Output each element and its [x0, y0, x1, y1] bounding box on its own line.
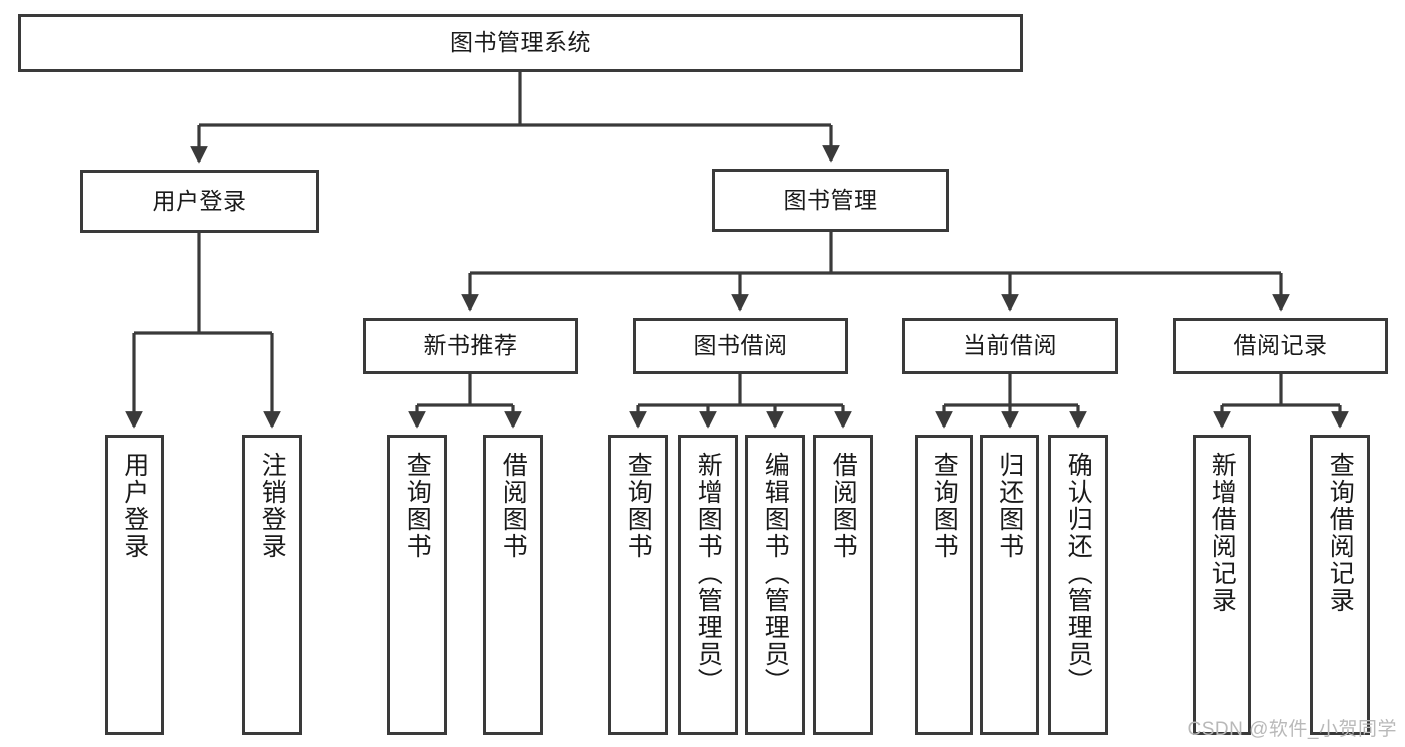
node-book-manage[interactable]: 图书管理: [712, 169, 949, 232]
node-leaf-query-book-1[interactable]: 查询图书: [387, 435, 447, 735]
node-leaf-query-book-1-label: 查询图书: [403, 452, 432, 560]
node-current-borrow[interactable]: 当前借阅: [902, 318, 1118, 374]
node-leaf-user-login[interactable]: 用户登录: [105, 435, 164, 735]
node-leaf-borrow-book-1-label: 借阅图书: [499, 452, 528, 560]
node-borrow-record[interactable]: 借阅记录: [1173, 318, 1388, 374]
node-leaf-borrow-book-1[interactable]: 借阅图书: [483, 435, 543, 735]
node-leaf-query-book-2-label: 查询图书: [624, 452, 653, 560]
node-leaf-confirm-return[interactable]: 确认归还（管理员）: [1048, 435, 1108, 735]
node-leaf-borrow-book-2-label: 借阅图书: [829, 452, 858, 560]
node-leaf-borrow-book-2[interactable]: 借阅图书: [813, 435, 873, 735]
node-leaf-add-record[interactable]: 新增借阅记录: [1193, 435, 1251, 735]
node-leaf-query-book-3-label: 查询图书: [930, 452, 959, 560]
node-leaf-logout[interactable]: 注销登录: [242, 435, 302, 735]
node-leaf-confirm-return-label: 确认归还（管理员）: [1064, 452, 1093, 695]
node-borrow-record-label: 借阅记录: [1233, 332, 1328, 359]
node-user-login-label: 用户登录: [152, 187, 247, 214]
node-book-manage-label: 图书管理: [783, 186, 878, 213]
node-new-book-rec-label: 新书推荐: [423, 332, 518, 359]
node-root[interactable]: 图书管理系统: [18, 14, 1023, 72]
node-current-borrow-label: 当前借阅: [963, 332, 1057, 359]
node-book-borrow-label: 图书借阅: [693, 332, 788, 359]
node-leaf-query-record-label: 查询借阅记录: [1326, 452, 1355, 614]
node-leaf-query-book-3[interactable]: 查询图书: [915, 435, 973, 735]
node-user-login[interactable]: 用户登录: [80, 170, 319, 233]
node-leaf-add-book-label: 新增图书（管理员）: [694, 452, 723, 695]
node-leaf-return-book-label: 归还图书: [995, 452, 1024, 560]
node-leaf-return-book[interactable]: 归还图书: [980, 435, 1039, 735]
node-leaf-add-book[interactable]: 新增图书（管理员）: [678, 435, 738, 735]
node-leaf-user-login-label: 用户登录: [120, 452, 149, 560]
node-new-book-rec[interactable]: 新书推荐: [363, 318, 578, 374]
watermark: CSDN @软件_小贺同学: [1187, 719, 1397, 740]
node-book-borrow[interactable]: 图书借阅: [633, 318, 848, 374]
node-root-label: 图书管理系统: [450, 29, 591, 56]
node-leaf-logout-label: 注销登录: [258, 452, 287, 560]
node-leaf-query-record[interactable]: 查询借阅记录: [1310, 435, 1370, 735]
node-leaf-edit-book[interactable]: 编辑图书（管理员）: [745, 435, 805, 735]
node-leaf-edit-book-label: 编辑图书（管理员）: [761, 452, 790, 695]
node-leaf-query-book-2[interactable]: 查询图书: [608, 435, 668, 735]
node-leaf-add-record-label: 新增借阅记录: [1208, 452, 1237, 614]
